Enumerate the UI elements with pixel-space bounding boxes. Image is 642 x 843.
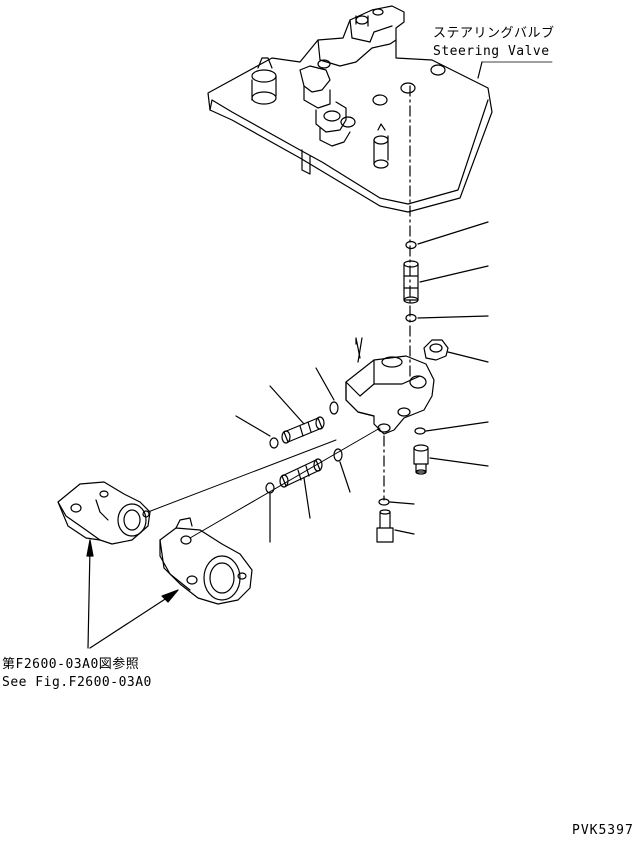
- o-ring-part-6: [236, 416, 278, 448]
- o-ring-part-2: [406, 315, 488, 322]
- reference-label-en: See Fig.F2600-03A0: [2, 675, 152, 690]
- steering-valve-label-jp: ステアリングバルブ: [433, 26, 555, 41]
- elbow-fitting: [424, 340, 488, 362]
- connector-pipe-1: [270, 386, 324, 443]
- o-ring-part-8: [266, 483, 274, 542]
- o-ring-part-1: [406, 222, 488, 249]
- sleeve-joint: [404, 261, 488, 303]
- steering-valve-label-en: Steering Valve: [433, 44, 550, 59]
- bolt-part-2: [377, 510, 414, 542]
- pump-housing-1: [58, 482, 150, 544]
- bolt-part-1: [414, 445, 488, 474]
- reference-label-jp: 第F2600-03A0図参照: [2, 657, 140, 672]
- valve-block: [346, 338, 434, 434]
- connector-pipe-2: [280, 459, 322, 518]
- steering-valve-body: [208, 6, 492, 212]
- o-ring-part-4: [379, 499, 414, 505]
- pump-housing-2: [160, 518, 252, 604]
- o-ring-part-3: [415, 422, 488, 434]
- o-ring-part-5: [316, 368, 338, 414]
- reference-arrows: [87, 540, 178, 648]
- o-ring-part-7: [334, 449, 350, 492]
- steering-valve-leader: [478, 62, 552, 78]
- drawing-code: PVK5397: [572, 823, 634, 838]
